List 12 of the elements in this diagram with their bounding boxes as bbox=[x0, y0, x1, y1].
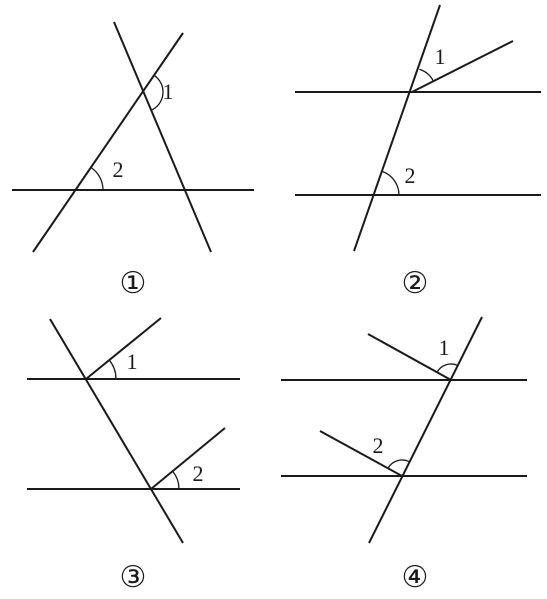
figure-number: ① bbox=[120, 269, 146, 299]
figure-number: ② bbox=[402, 269, 428, 299]
figure-number: ③ bbox=[120, 563, 146, 593]
figure-number: ④ bbox=[402, 563, 428, 593]
angle-label: 2 bbox=[192, 463, 204, 485]
angle-label: 1 bbox=[438, 337, 450, 359]
angle-label: 1 bbox=[434, 46, 446, 68]
angle-label: 1 bbox=[126, 351, 138, 373]
angle-label: 2 bbox=[112, 159, 124, 181]
angle-label: 2 bbox=[372, 435, 384, 457]
angle-label: 2 bbox=[404, 165, 416, 187]
angle-label: 1 bbox=[162, 81, 174, 103]
